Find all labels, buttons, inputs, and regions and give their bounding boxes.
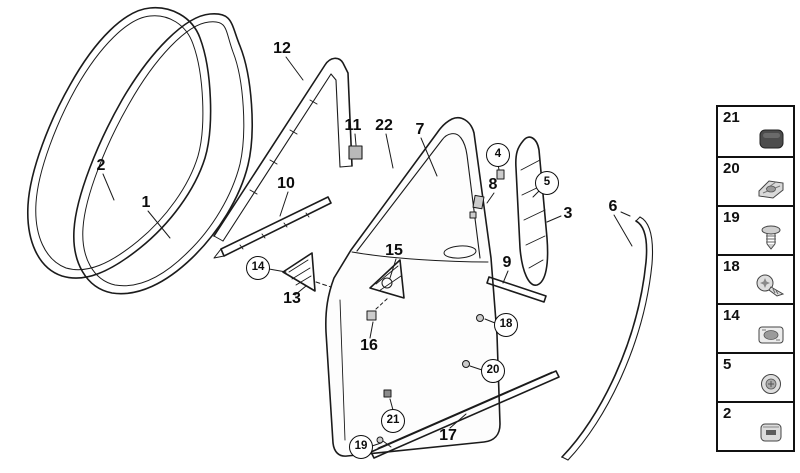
legend-cell-20[interactable]: 20 — [718, 156, 793, 205]
clamp-nut-icon — [758, 180, 784, 199]
screw-icon — [756, 274, 785, 297]
part-16-clip — [366, 297, 389, 321]
expansion-rivet-icon — [761, 225, 781, 250]
callout-2[interactable]: 2 — [96, 157, 106, 174]
part-17-sill-strip — [370, 370, 560, 459]
leader-lines — [102, 56, 633, 447]
callout-circle-14[interactable]: 14 — [246, 256, 270, 280]
part-1-aperture-seal — [73, 13, 253, 295]
legend-number: 21 — [723, 109, 740, 126]
legend-number: 14 — [723, 307, 740, 324]
legend-cell-5[interactable]: 5 — [718, 352, 793, 401]
callout-15[interactable]: 15 — [385, 242, 403, 259]
callout-22[interactable]: 22 — [375, 117, 393, 134]
grommet-icon — [760, 423, 782, 442]
clip-housing-icon — [758, 326, 784, 344]
legend-number: 2 — [723, 405, 732, 422]
callout-circle-20[interactable]: 20 — [481, 359, 505, 383]
callout-17[interactable]: 17 — [439, 427, 457, 444]
callout-10[interactable]: 10 — [277, 175, 295, 192]
blind-rivet-icon — [761, 374, 781, 394]
callout-16[interactable]: 16 — [360, 337, 378, 354]
callout-9[interactable]: 9 — [502, 254, 512, 271]
front-door-panel — [325, 117, 501, 457]
legend-cell-18[interactable]: 18 — [718, 254, 793, 303]
callout-circle-21[interactable]: 21 — [381, 409, 405, 433]
legend-number: 5 — [723, 356, 732, 373]
fastener-legend: 21 20 19 18 — [716, 105, 795, 452]
part-6-frame-channel — [561, 211, 654, 461]
callout-11[interactable]: 11 — [344, 117, 362, 134]
callout-6[interactable]: 6 — [608, 198, 618, 215]
callout-7[interactable]: 7 — [415, 121, 425, 138]
part-12-window-frame-seal — [213, 57, 353, 242]
legend-number: 18 — [723, 258, 740, 275]
part-2-aperture-seal — [27, 6, 212, 279]
callout-circle-5[interactable]: 5 — [535, 171, 559, 195]
callout-12[interactable]: 12 — [273, 40, 291, 57]
legend-cell-14[interactable]: 14 — [718, 303, 793, 352]
callout-circle-19[interactable]: 19 — [349, 435, 373, 459]
callout-13[interactable]: 13 — [283, 290, 301, 307]
callout-1[interactable]: 1 — [141, 194, 151, 211]
callout-8[interactable]: 8 — [488, 176, 498, 193]
callout-circle-4[interactable]: 4 — [486, 143, 510, 167]
legend-number: 19 — [723, 209, 740, 226]
legend-number: 20 — [723, 160, 740, 177]
part-10-belt-molding — [213, 196, 332, 259]
legend-cell-19[interactable]: 19 — [718, 205, 793, 254]
callout-circle-18[interactable]: 18 — [494, 313, 518, 337]
cover-cap-icon — [759, 129, 784, 149]
legend-cell-21[interactable]: 21 — [718, 107, 793, 156]
part-8-bracket — [469, 194, 485, 219]
part-15-mirror-base — [369, 259, 405, 299]
legend-cell-2[interactable]: 2 — [718, 401, 793, 450]
part-3-pillar-trim — [515, 136, 549, 286]
part-4-clip — [496, 169, 505, 180]
callout-3[interactable]: 3 — [563, 205, 573, 222]
fastener-glyphs — [376, 314, 484, 448]
part-11-clip — [348, 145, 363, 160]
part-9-belt-strip — [486, 276, 547, 303]
